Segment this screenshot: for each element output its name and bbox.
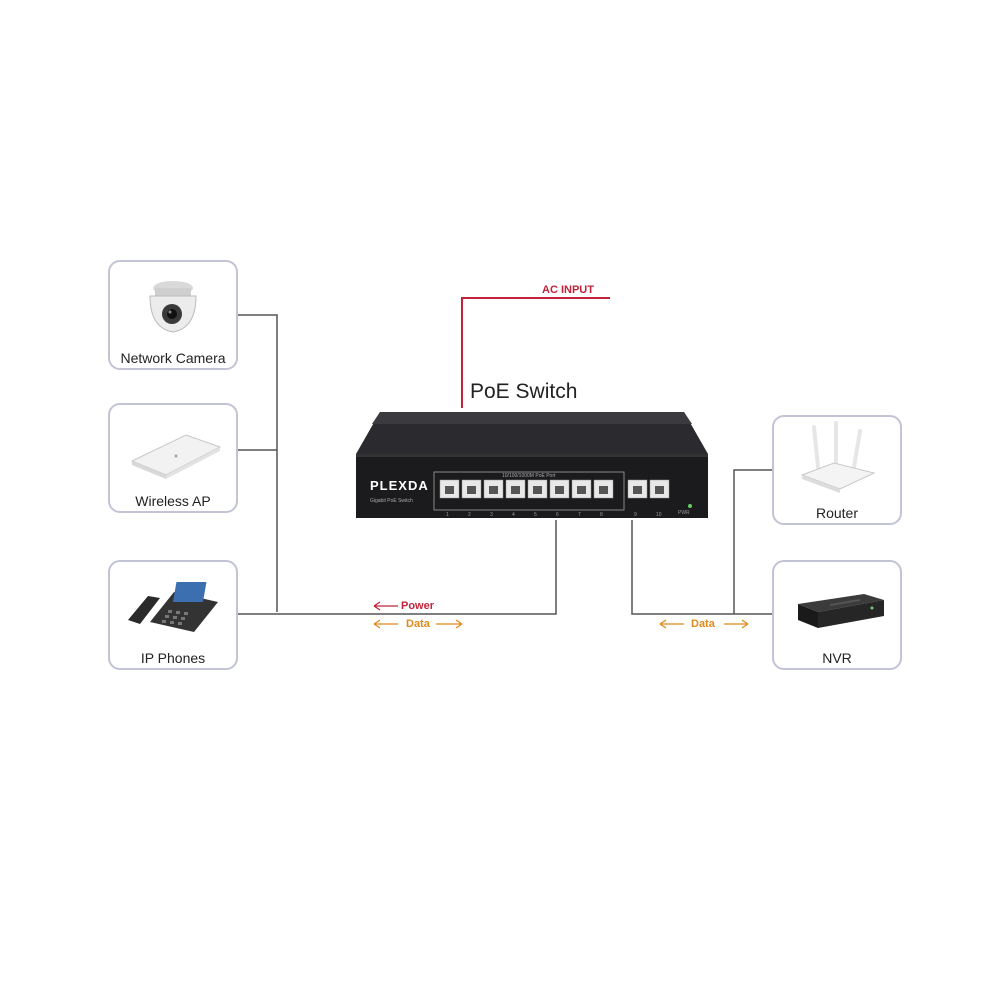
poe-switch-body (356, 412, 708, 518)
ac-input-line (461, 297, 610, 408)
port-label: 7 (578, 512, 581, 518)
data-arrow-left-a (373, 619, 398, 629)
wireless-ap-icon (130, 434, 222, 479)
power-arrow (373, 601, 398, 611)
device-card-ip-phones: IP Phones (108, 560, 238, 670)
data-arrow-left-b (436, 619, 463, 629)
device-label: Wireless AP (135, 493, 211, 509)
port-label: 4 (512, 512, 515, 518)
port-label: 10 (656, 512, 662, 518)
router-wire (733, 469, 772, 614)
device-label: NVR (822, 650, 852, 666)
device-card-wireless-ap: Wireless AP (108, 403, 238, 513)
switch-brand: PLEXDA (370, 478, 429, 493)
port-labels: 1 2 3 4 5 6 7 8 9 10 (442, 512, 682, 520)
nvr-icon (798, 594, 884, 628)
power-label: Power (401, 600, 435, 612)
port-label: 1 (446, 512, 449, 518)
uplink-wire (631, 520, 772, 615)
router-icon (800, 421, 876, 493)
phone-wire (238, 520, 557, 615)
device-label: IP Phones (140, 650, 206, 666)
port-label: 2 (468, 512, 471, 518)
device-card-nvr: NVR (772, 560, 902, 670)
port-label: 3 (490, 512, 493, 518)
power-led-label: PWR (678, 510, 690, 516)
dome-camera-icon (149, 281, 197, 333)
ac-input-label: AC INPUT (542, 284, 594, 296)
ip-phone-icon (128, 582, 218, 632)
port-group-text: 10/100/1000M PoE Port (502, 473, 556, 479)
camera-wire (238, 314, 278, 612)
device-label: Router (815, 505, 859, 521)
port-label: 8 (600, 512, 603, 518)
port-label: 5 (534, 512, 537, 518)
port-label: 6 (556, 512, 559, 518)
poe-switch: PLEXDA Gigabit PoE Switch 10/100/1000M P… (352, 412, 712, 522)
device-card-router: Router (772, 415, 902, 525)
data-label-right: Data (691, 618, 715, 630)
device-label: Network Camera (120, 350, 226, 366)
switch-model-text: Gigabit PoE Switch (370, 498, 413, 504)
data-arrow-right-b (724, 619, 749, 629)
port-label: 9 (634, 512, 637, 518)
data-arrow-right-a (659, 619, 684, 629)
diagram-title: PoE Switch (470, 380, 578, 403)
data-label-left: Data (406, 618, 430, 630)
device-card-network-camera: Network Camera (108, 260, 238, 370)
